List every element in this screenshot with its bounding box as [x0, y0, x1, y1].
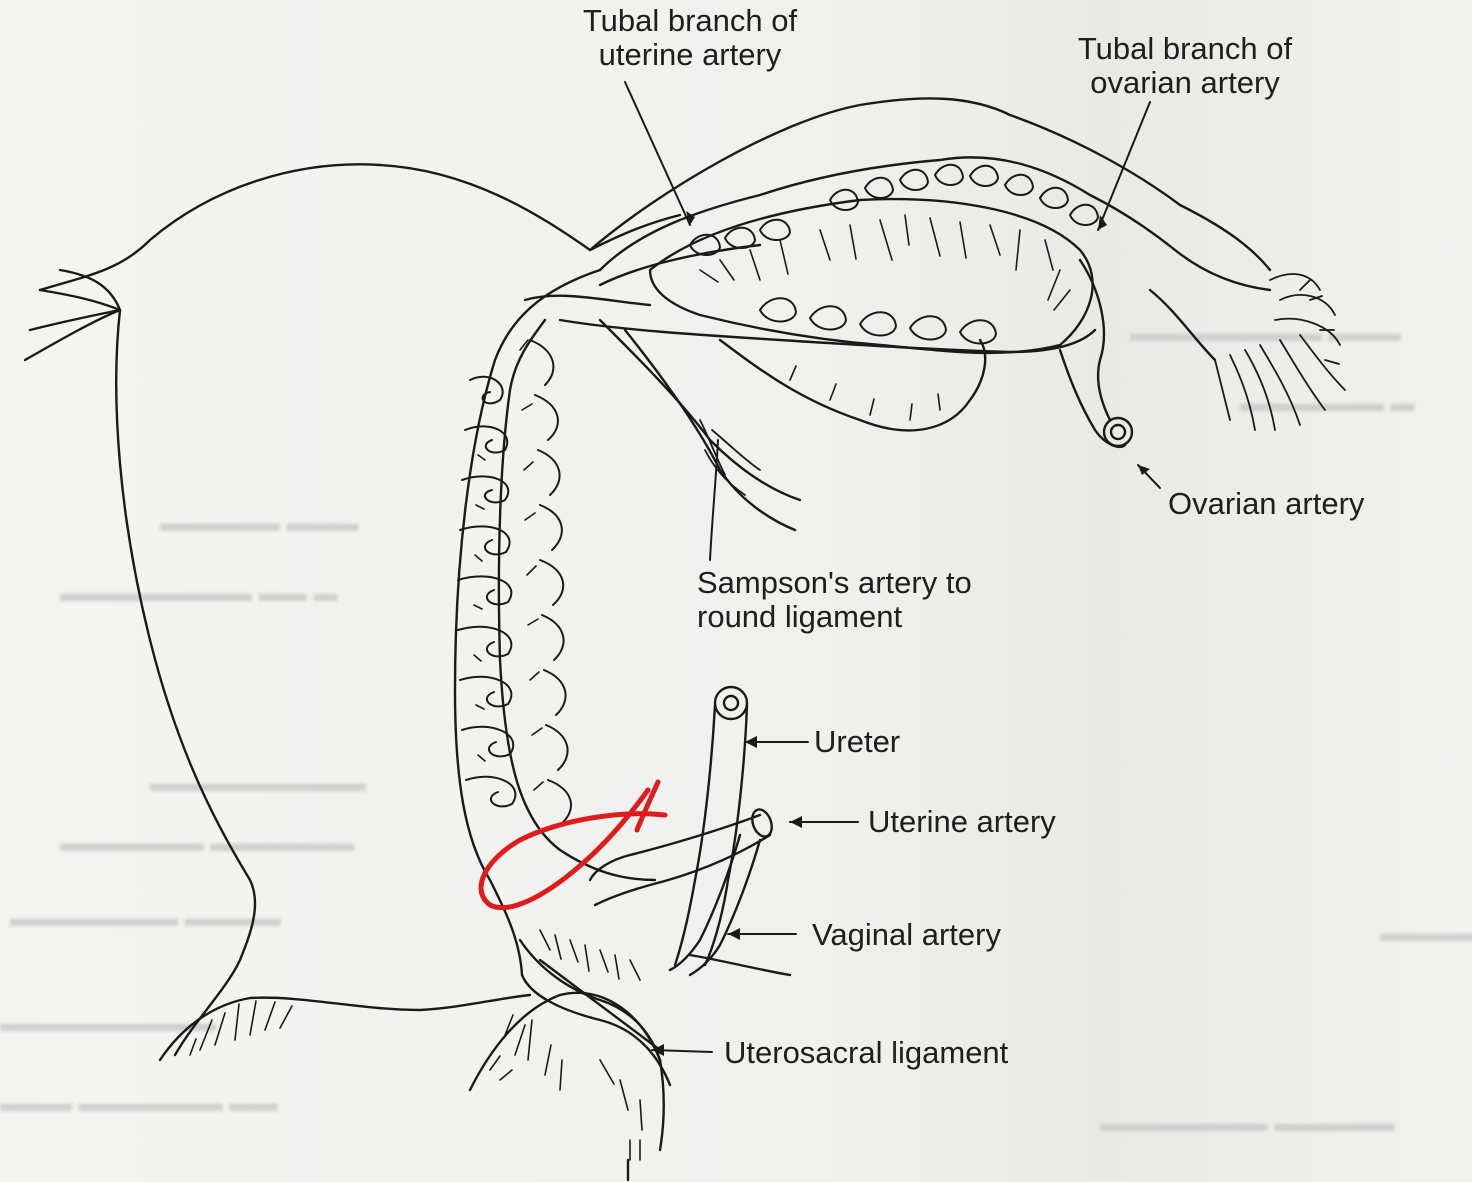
label-line: Tubal branch of [1030, 32, 1340, 66]
broad-ligament-outline [40, 164, 680, 290]
leader-tubal-ovarian [1098, 102, 1150, 230]
uterine-wall-inner-2 [525, 296, 650, 305]
left-hump [160, 995, 530, 1060]
uterine-wall-inner [499, 320, 655, 880]
fallopian-tube-top [600, 157, 1175, 270]
label-sampsons-artery: Sampson's artery to round ligament [697, 566, 972, 634]
fimbriae [1215, 274, 1345, 430]
ovarian-vessel-upper [1080, 260, 1110, 420]
left-fringe [25, 270, 120, 360]
label-uterosacral-ligament: Uterosacral ligament [724, 1036, 1008, 1070]
rectum-hump [470, 993, 664, 1150]
label-tubal-branch-uterine: Tubal branch of uterine artery [535, 4, 845, 72]
ovarian-artery-lumen-inner [1111, 425, 1125, 439]
label-line: Tubal branch of [535, 4, 845, 38]
ovary-lower-loops [760, 298, 996, 343]
broad-ligament-left-edge [116, 310, 255, 1055]
label-ovarian-artery: Ovarian artery [1168, 487, 1364, 521]
ureter-lumen-inner [724, 696, 738, 710]
mesosalpinx-lower [560, 320, 1095, 352]
ureter-left [675, 705, 715, 965]
round-ligament-upper [600, 320, 800, 500]
leader-tubal-uterine [625, 82, 690, 225]
label-line: round ligament [697, 600, 972, 634]
label-tubal-branch-ovarian: Tubal branch of ovarian artery [1030, 32, 1340, 100]
arcuate-vessels [458, 340, 571, 825]
label-uterine-artery: Uterine artery [868, 805, 1056, 839]
uterine-artery-lumen [749, 807, 775, 839]
tube-ampulla-lower [1150, 290, 1215, 360]
label-ureter: Ureter [814, 725, 900, 759]
cervix-outline [520, 940, 660, 1060]
ovarian-vessel-lower [1060, 350, 1125, 447]
ovarian-artery-lumen [1104, 418, 1132, 446]
round-ligament-lower [625, 330, 795, 530]
label-line: Sampson's artery to [697, 566, 972, 600]
red-loop [481, 790, 665, 908]
hump-hatching [190, 1001, 642, 1160]
ureter-lumen [715, 687, 747, 719]
ovary-outline [650, 199, 1093, 353]
ovarian-ligament-lower [720, 340, 985, 430]
tubal-vessel-loops [690, 165, 1098, 255]
uterine-artery-lower [595, 835, 770, 905]
label-line: ovarian artery [1030, 66, 1340, 100]
label-line: uterine artery [535, 38, 845, 72]
label-vaginal-artery: Vaginal artery [812, 918, 1001, 952]
